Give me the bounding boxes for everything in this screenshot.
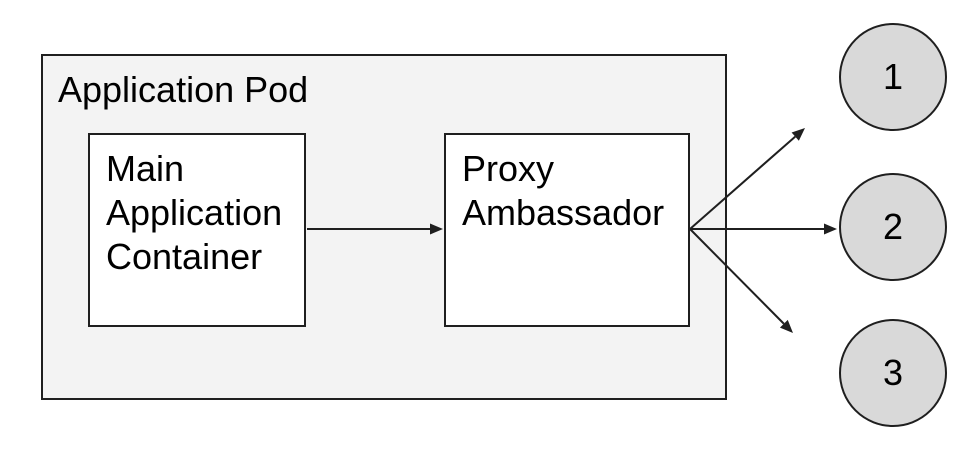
endpoint-node-3-label: 3 xyxy=(882,352,904,393)
main-application-container-label-line-3: Container xyxy=(106,236,263,277)
proxy-ambassador-label-line-2: Ambassador xyxy=(462,192,665,233)
proxy-ambassador-label-line-1: Proxy xyxy=(462,148,555,189)
application-pod-label: Application Pod xyxy=(58,69,309,110)
application-pod: Application Pod Main Application Contain… xyxy=(41,54,727,400)
endpoint-node-1-label: 1 xyxy=(882,56,904,97)
main-application-container-box: Main Application Container xyxy=(88,133,306,327)
endpoint-node-3: 3 xyxy=(839,319,947,427)
proxy-ambassador-box: Proxy Ambassador xyxy=(444,133,690,327)
endpoint-node-2-label: 2 xyxy=(882,206,904,247)
endpoint-node-2: 2 xyxy=(839,173,947,281)
endpoint-node-1: 1 xyxy=(839,23,947,131)
main-application-container-label-line-2: Application xyxy=(106,192,283,233)
main-application-container-label-line-1: Main xyxy=(106,148,185,189)
